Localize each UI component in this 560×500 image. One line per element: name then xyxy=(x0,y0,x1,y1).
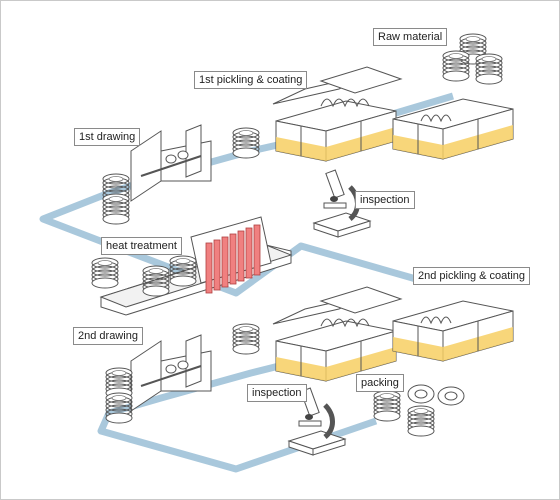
label-drawing-1: 1st drawing xyxy=(74,128,141,146)
label-pickling-2: 2nd pickling & coating xyxy=(413,267,531,285)
label-inspection-2: inspection xyxy=(247,384,307,402)
pickling-bath-1 xyxy=(272,66,514,162)
label-raw-material: Raw material xyxy=(373,28,448,46)
label-heat-treatment: heat treatment xyxy=(101,237,182,255)
heat-treatment-furnace xyxy=(91,216,293,316)
pickling-bath-2 xyxy=(272,286,514,382)
raw-material-coils xyxy=(442,33,503,85)
packing-coils xyxy=(373,384,465,437)
label-inspection-1: inspection xyxy=(355,191,415,209)
label-drawing-2: 2nd drawing xyxy=(73,327,143,345)
label-pickling-1: 1st pickling & coating xyxy=(194,71,308,89)
label-packing: packing xyxy=(356,374,404,392)
